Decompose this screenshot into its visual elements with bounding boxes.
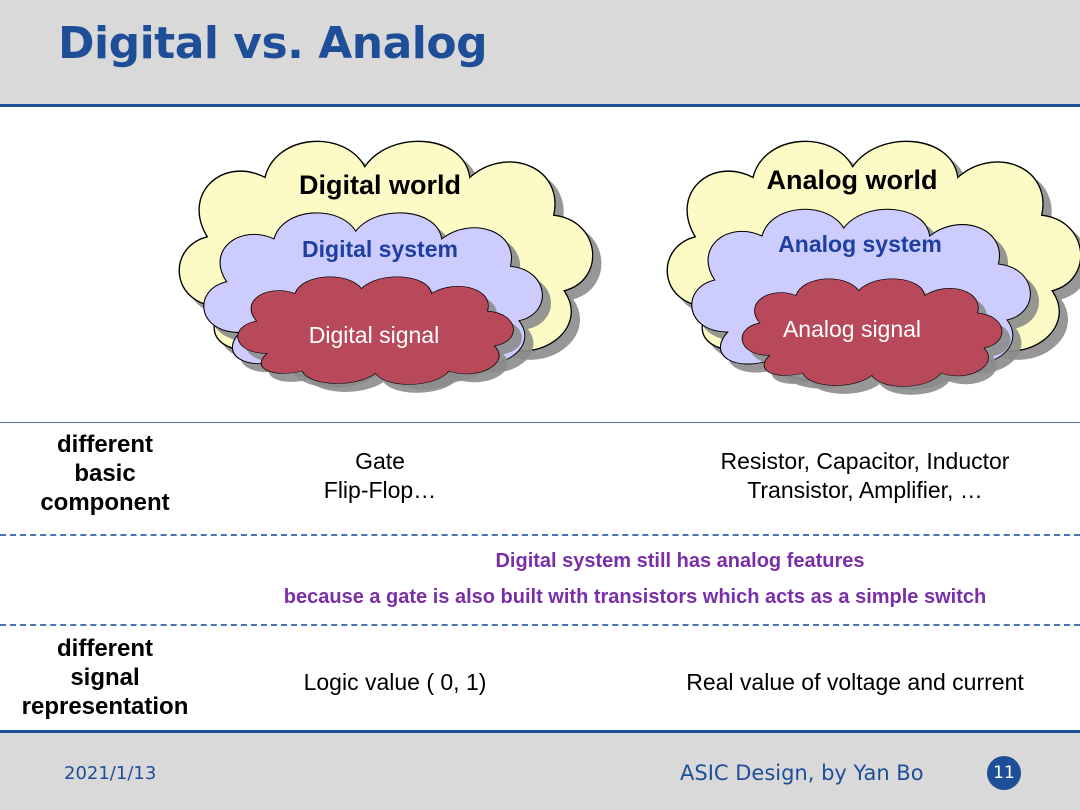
- page-number-badge: 11: [987, 756, 1021, 790]
- analog-components: Resistor, Capacitor, Inductor Transistor…: [720, 448, 1010, 503]
- component-row-label: different basic component: [40, 431, 170, 516]
- digital-signal-label: Digital signal: [309, 322, 439, 348]
- slide-header: Digital vs. Analog: [0, 0, 1080, 107]
- footer-author: ASIC Design, by Yan Bo: [680, 761, 924, 785]
- note-line-2: because a gate is also built with transi…: [283, 586, 987, 608]
- divider-1: [0, 534, 1080, 536]
- digital-world-label: Digital world: [299, 170, 461, 200]
- signal-row-label: different signal representation: [21, 635, 189, 720]
- footer-date: 2021/1/13: [64, 763, 157, 784]
- clouds-diagram: Digital world Digital system Digital sig…: [178, 140, 1080, 387]
- divider-2: [0, 624, 1080, 626]
- analog-system-label: Analog system: [778, 231, 942, 257]
- slide-title: Digital vs. Analog: [58, 18, 488, 69]
- analog-representation: Real value of voltage and current: [686, 669, 1024, 695]
- analog-signal-label: Analog signal: [783, 316, 921, 342]
- analog-world-label: Analog world: [767, 165, 938, 195]
- note-line-1: Digital system still has analog features: [495, 550, 865, 572]
- digital-system-label: Digital system: [302, 236, 458, 262]
- table-top-rule: [0, 422, 1080, 423]
- digital-representation: Logic value ( 0, 1): [303, 669, 487, 695]
- slide-footer: 2021/1/13 ASIC Design, by Yan Bo 11: [0, 730, 1080, 810]
- digital-components: Gate Flip-Flop…: [323, 448, 437, 503]
